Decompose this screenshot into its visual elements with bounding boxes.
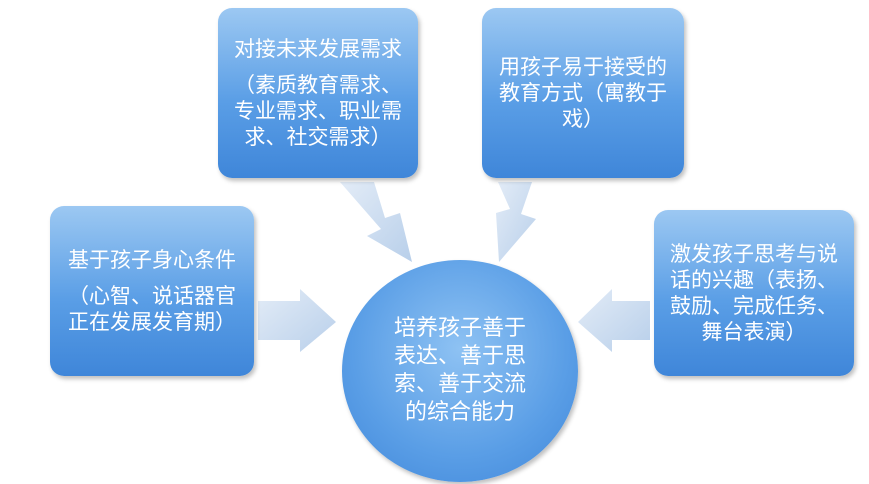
box-left: 基于孩子身心条件 （心智、说话器官正在发展发育期） xyxy=(50,206,254,376)
box-top-left-title: 对接未来发展需求 xyxy=(234,37,402,61)
center-goal-text: 培养孩子善于表达、善于思索、善于交流的综合能力 xyxy=(393,316,526,425)
box-top-left-detail: （素质教育需求、专业需求、职业需求、社交需求） xyxy=(234,73,402,149)
box-left-title: 基于孩子身心条件 xyxy=(68,248,236,272)
box-top-right: 用孩子易于接受的教育方式（寓教于戏） xyxy=(482,8,684,178)
box-right-title: 激发孩子思考与说话的兴趣（表扬、鼓励、完成任务、舞台表演） xyxy=(670,242,838,344)
box-top-right-title: 用孩子易于接受的教育方式（寓教于戏） xyxy=(499,55,667,131)
arrow-right xyxy=(578,289,650,352)
box-left-detail: （心智、说话器官正在发展发育期） xyxy=(68,284,236,334)
box-right: 激发孩子思考与说话的兴趣（表扬、鼓励、完成任务、舞台表演） xyxy=(654,210,854,376)
center-goal-circle: 培养孩子善于表达、善于思索、善于交流的综合能力 xyxy=(342,260,578,482)
arrow-left xyxy=(258,289,336,352)
arrow-top-right xyxy=(496,182,536,262)
box-top-left: 对接未来发展需求 （素质教育需求、专业需求、职业需求、社交需求） xyxy=(218,8,418,178)
arrow-top-left xyxy=(340,182,412,262)
